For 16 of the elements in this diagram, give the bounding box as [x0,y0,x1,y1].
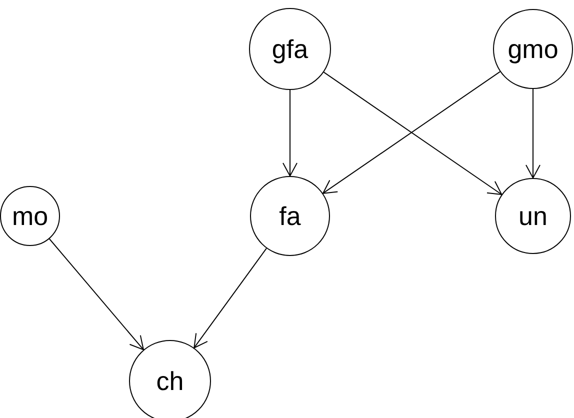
node-label: gmo [508,34,558,64]
node-label: un [518,200,548,232]
node-circle [493,9,573,89]
node-circle [250,176,330,256]
node-circle [0,186,60,246]
arrow [282,90,298,176]
node-circle [495,178,571,254]
arrow [48,238,144,350]
node-circle [249,8,331,90]
arrow [526,88,540,178]
arrow [194,248,267,348]
node-label: gfa [272,34,308,64]
node-circle [129,340,211,418]
node-label: ch [156,366,184,396]
node-label: fa [279,200,301,232]
node-label: mo [12,200,48,232]
